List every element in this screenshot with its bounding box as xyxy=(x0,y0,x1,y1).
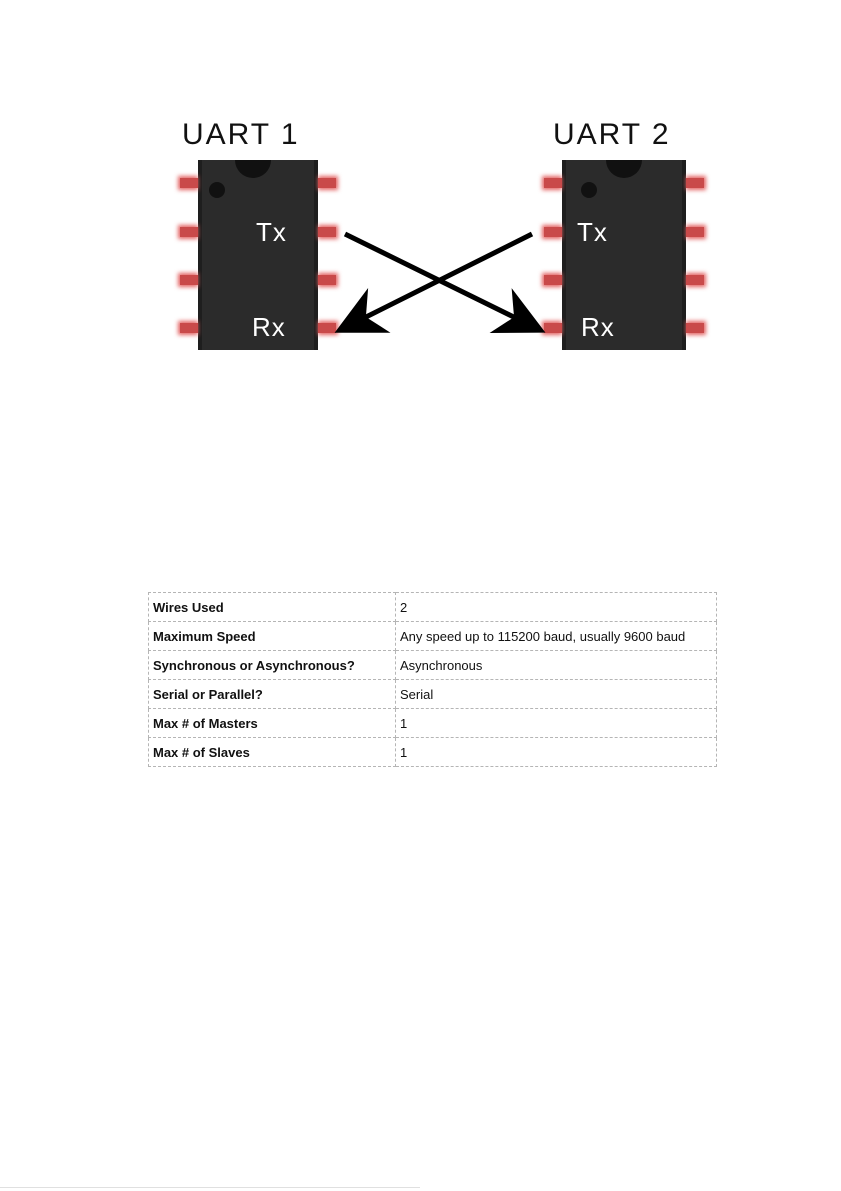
uart2-tx-label: Tx xyxy=(577,217,608,247)
table-row: Serial or Parallel?Serial xyxy=(149,680,717,709)
table-key-cell: Maximum Speed xyxy=(149,622,396,651)
uart-connection-diagram: UART 1 Tx Rx UAR xyxy=(160,110,720,360)
table-key-cell: Synchronous or Asynchronous? xyxy=(149,651,396,680)
uart1-chip: UART 1 Tx Rx xyxy=(178,118,338,350)
uart1-tx-label: Tx xyxy=(256,217,287,247)
table-key-cell: Max # of Slaves xyxy=(149,738,396,767)
table-value-cell: Any speed up to 115200 baud, usually 960… xyxy=(396,622,717,651)
table-row: Synchronous or Asynchronous?Asynchronous xyxy=(149,651,717,680)
table-value-cell: Serial xyxy=(396,680,717,709)
table-value-cell: 2 xyxy=(396,593,717,622)
uart2-right-pins xyxy=(686,176,706,335)
uart1-rx-label: Rx xyxy=(252,312,286,342)
table-value-cell: Asynchronous xyxy=(396,651,717,680)
page-bottom-rule xyxy=(0,1187,420,1188)
uart1-right-pins xyxy=(318,176,338,335)
uart1-left-pins xyxy=(178,176,198,335)
table-key-cell: Serial or Parallel? xyxy=(149,680,396,709)
uart2-chip: UART 2 Tx Rx xyxy=(542,118,706,350)
table-key-cell: Max # of Masters xyxy=(149,709,396,738)
table-value-cell: 1 xyxy=(396,709,717,738)
table-key-cell: Wires Used xyxy=(149,593,396,622)
uart1-label: UART 1 xyxy=(182,118,300,151)
table-value-cell: 1 xyxy=(396,738,717,767)
uart2-rx-label: Rx xyxy=(581,312,615,342)
uart2-label: UART 2 xyxy=(553,118,671,151)
uart2-left-pins xyxy=(542,176,562,335)
